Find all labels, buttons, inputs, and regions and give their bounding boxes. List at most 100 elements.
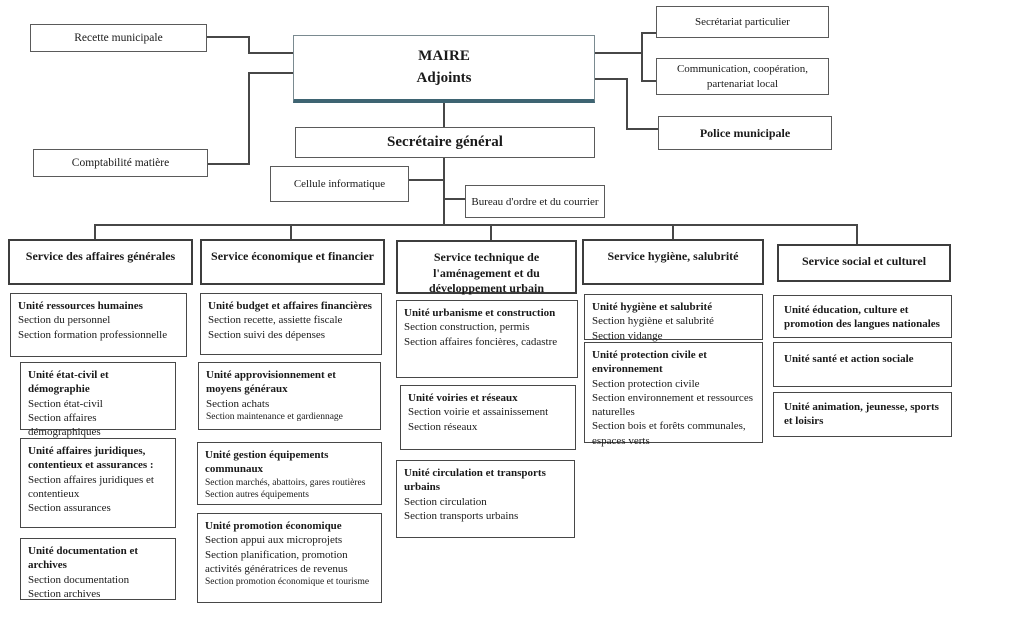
unit-section: Section protection civile (592, 377, 700, 390)
unit-title: Unité promotion économique (205, 520, 342, 532)
unit-protection-civile-environnement: Unité protection civile et environnement… (584, 342, 763, 447)
unit-section: Section suivi des dépenses (208, 328, 326, 341)
unit-animation-jeunesse-sports: Unité animation, jeunesse, sports et loi… (773, 392, 952, 437)
unit-section: Section appui aux microprojets (205, 534, 343, 547)
connector (490, 224, 492, 240)
service-header-affaires-generales: Service des affaires générales (8, 239, 193, 285)
unit-promotion-economique: Unité promotion économique Section appui… (197, 513, 382, 603)
unit-section: Section recette, assiette fiscale (208, 314, 343, 327)
box-label: Secrétaire général (387, 134, 503, 150)
unit-title: Unité animation, jeunesse, sports et loi… (784, 401, 939, 428)
unit-title: Unité documentation et archives (28, 545, 138, 572)
box-comptabilite-matiere: Comptabilité matière (33, 149, 208, 177)
unit-section: Section affaires démographiques (28, 411, 101, 439)
maire-title: MAIRE (418, 47, 470, 64)
connector (248, 72, 250, 165)
unit-section: Section archives (28, 587, 101, 600)
service-label: Service technique de l'aménagement et du… (428, 250, 544, 296)
service-header-technique-urbain: Service technique de l'aménagement et du… (396, 240, 577, 296)
unit-section: Section affaires juridiques et contentie… (28, 473, 154, 500)
service-header-economique-financier: Service économique et financier (200, 239, 385, 285)
connector (595, 52, 643, 54)
unit-section: Section voirie et assainissement (408, 406, 549, 419)
connector (248, 52, 294, 54)
unit-section: Section affaires foncières, cadastre (404, 335, 558, 348)
unit-section: Section achats (206, 397, 270, 410)
unit-voiries-reseaux: Unité voiries et réseaux Section voirie … (400, 385, 576, 450)
box-label: Comptabilité matière (71, 157, 170, 169)
connector (94, 224, 858, 226)
box-label: Communication, coopération, partenariat … (676, 62, 809, 90)
box-recette-municipale: Recette municipale (30, 24, 207, 52)
connector (626, 78, 628, 130)
unit-title: Unité approvisionnement et moyens généra… (206, 369, 336, 396)
connector (856, 224, 858, 244)
connector (643, 80, 656, 82)
unit-section: Section marchés, abattoirs, gares routiè… (205, 477, 366, 488)
unit-section: Section hygiène et salubrité (592, 315, 714, 328)
unit-hygiene-salubrite: Unité hygiène et salubrité Section hygiè… (584, 294, 763, 342)
unit-section: Section vidange (592, 329, 663, 342)
unit-title: Unité santé et action sociale (784, 353, 914, 365)
connector (595, 78, 628, 80)
unit-title: Unité budget et affaires financières (208, 300, 372, 312)
unit-section: Section planification, promotion activit… (205, 548, 348, 575)
box-label: Cellule informatique (293, 178, 386, 190)
unit-section: Section autres équipements (205, 489, 309, 500)
unit-section: Section construction, permis (404, 321, 530, 334)
connector (208, 163, 250, 165)
unit-title: Unité urbanisme et construction (404, 307, 556, 319)
unit-budget-affaires-financieres: Unité budget et affaires financières Sec… (200, 293, 382, 355)
connector (445, 198, 465, 200)
connector (672, 224, 674, 239)
unit-gestion-equipements: Unité gestion équipements communaux Sect… (197, 442, 382, 505)
unit-section: Section promotion économique et tourisme (205, 577, 370, 588)
box-police-municipale: Police municipale (658, 116, 832, 150)
unit-title: Unité circulation et transports urbains (404, 467, 546, 494)
box-label: Recette municipale (74, 32, 163, 44)
connector (443, 158, 445, 226)
unit-section: Section documentation (28, 573, 130, 586)
unit-section: Section du personnel (18, 314, 111, 327)
connector (643, 32, 656, 34)
connector (626, 128, 658, 130)
service-label: Service hygiène, salubrité (607, 249, 739, 263)
unit-affaires-juridiques: Unité affaires juridiques, contentieux e… (20, 438, 176, 528)
unit-section: Section bois et forêts communales, espac… (592, 420, 746, 447)
box-communication: Communication, coopération, partenariat … (656, 58, 829, 95)
unit-title: Unité protection civile et environnement (592, 349, 707, 376)
unit-section: Section circulation (404, 495, 487, 508)
box-secretariat-particulier: Secrétariat particulier (656, 6, 829, 38)
unit-section: Section transports urbains (404, 509, 519, 522)
service-label: Service économique et financier (211, 249, 374, 263)
connector (248, 36, 250, 54)
adjoints-subtitle: Adjoints (416, 69, 472, 86)
connector (409, 179, 443, 181)
unit-section: Section état-civil (28, 397, 103, 410)
box-label: Bureau d'ordre et du courrier (471, 195, 599, 208)
unit-ressources-humaines: Unité ressources humaines Section du per… (10, 293, 187, 357)
unit-urbanisme-construction: Unité urbanisme et construction Section … (396, 300, 578, 378)
box-bureau-ordre-courrier: Bureau d'ordre et du courrier (465, 185, 605, 218)
box-label: Police municipale (699, 125, 791, 140)
unit-documentation-archives: Unité documentation et archives Section … (20, 538, 176, 600)
service-header-hygiene-salubrite: Service hygiène, salubrité (582, 239, 764, 285)
service-header-social-culturel: Service social et culturel (777, 244, 951, 282)
connector (443, 103, 445, 127)
unit-title: Unité hygiène et salubrité (592, 301, 713, 313)
unit-title: Unité gestion équipements communaux (205, 449, 329, 476)
unit-title: Unité état-civil et démographie (28, 369, 109, 396)
connector (290, 224, 292, 239)
unit-section: Section maintenance et gardiennage (206, 411, 343, 422)
unit-approvisionnement-moyens: Unité approvisionnement et moyens généra… (198, 362, 381, 430)
box-label: Secrétariat particulier (695, 16, 790, 28)
unit-title: Unité ressources humaines (18, 300, 143, 312)
unit-title: Unité éducation, culture et promotion de… (784, 304, 940, 331)
unit-etat-civil-demographie: Unité état-civil et démographie Section … (20, 362, 176, 438)
connector (94, 224, 96, 239)
box-cellule-informatique: Cellule informatique (270, 166, 409, 202)
unit-title: Unité affaires juridiques, contentieux e… (28, 445, 154, 472)
service-label: Service social et culturel (801, 254, 927, 268)
unit-section: Section réseaux (408, 420, 478, 433)
